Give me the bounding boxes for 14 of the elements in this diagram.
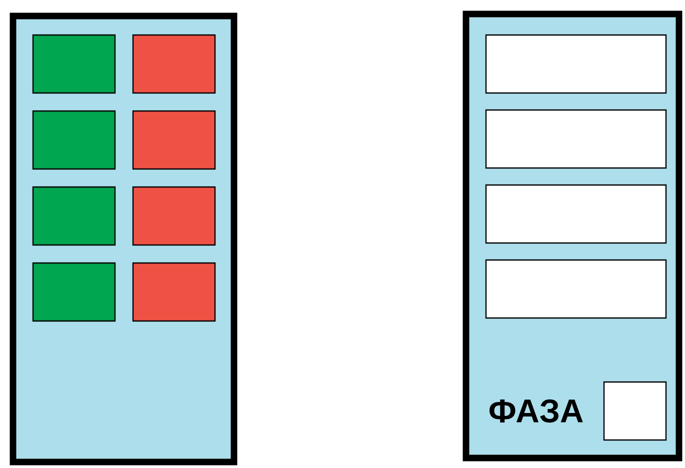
display-window — [485, 34, 667, 94]
indicator-button — [32, 262, 116, 322]
indicator-button — [32, 186, 116, 246]
display-window — [485, 184, 667, 244]
display-window — [485, 109, 667, 169]
indicator-button — [132, 110, 216, 170]
indicator-button — [132, 186, 216, 246]
display-window — [485, 259, 667, 319]
indicator-button — [132, 34, 216, 94]
indicator-button — [32, 34, 116, 94]
display-window — [603, 381, 667, 441]
indicator-button — [32, 110, 116, 170]
panel-label: ФАЗА — [489, 399, 583, 423]
indicator-button — [132, 262, 216, 322]
